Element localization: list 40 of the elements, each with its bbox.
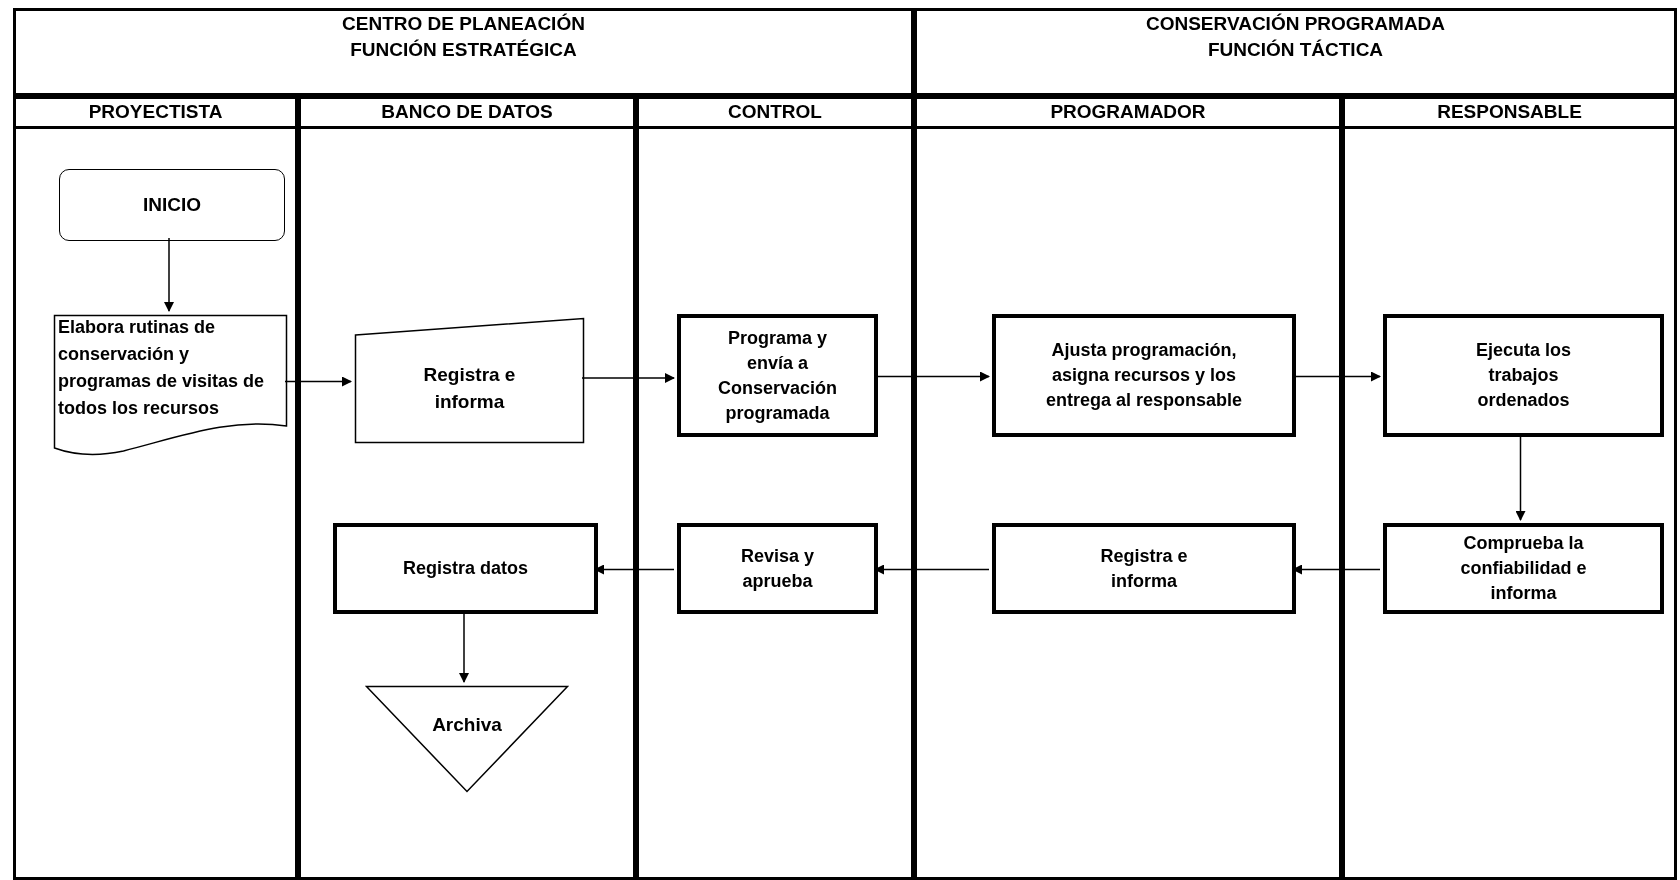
node-label: INICIO: [142, 192, 202, 217]
process-box: [677, 523, 878, 614]
node-label: Comprueba la confiabilidad e informa: [1459, 532, 1588, 605]
swimlane: [1342, 96, 1677, 880]
node-label: Archiva: [431, 713, 503, 737]
process-box: [992, 523, 1296, 614]
swimlane: [636, 96, 914, 880]
node-label: BANCO DE DATOS: [381, 100, 553, 125]
node-label: CONSERVACIÓN PROGRAMADA: [1145, 12, 1446, 36]
node-label: FUNCIÓN ESTRATÉGICA: [350, 38, 577, 62]
node-label: Registra e informa: [1099, 544, 1189, 593]
archive-triangle: [365, 685, 569, 793]
node-label: Ajusta programación, asigna recursos y los entrega al responsable: [1044, 339, 1244, 412]
process-box: [1383, 314, 1664, 437]
process-box: [677, 314, 878, 437]
node-label: CENTRO DE PLANEACIÓN: [342, 12, 585, 36]
node-label: Revisa y aprueba: [739, 544, 816, 593]
node-label: Programa y envía a Conservación programada: [716, 326, 838, 425]
manual-input-shape: [354, 317, 585, 444]
swimlane: [298, 96, 636, 880]
node-label: FUNCIÓN TÁCTICA: [1207, 38, 1384, 62]
node-label: Registra e informa: [422, 362, 517, 414]
group-header: [13, 8, 914, 96]
node-label: Registra datos: [402, 557, 528, 580]
node-label: PROGRAMADOR: [1050, 100, 1206, 125]
process-box: [992, 314, 1296, 437]
terminal-box: [59, 169, 285, 241]
node-label: Ejecuta los trabajos ordenados: [1474, 339, 1572, 412]
group-header: [914, 8, 1677, 96]
arrow: [164, 237, 174, 312]
process-box: [1383, 523, 1664, 614]
swimlane: [13, 96, 298, 880]
node-label: PROYECTISTA: [88, 100, 223, 125]
arrow: [284, 376, 352, 387]
swimlane: [914, 96, 1342, 880]
node-label: CONTROL: [728, 100, 822, 125]
process-box: [333, 523, 598, 614]
node-label: Elabora rutinas de conservación y programas de visitas de todos los recursos: [58, 316, 266, 420]
arrow: [581, 373, 675, 383]
node-label: RESPONSABLE: [1437, 100, 1582, 125]
